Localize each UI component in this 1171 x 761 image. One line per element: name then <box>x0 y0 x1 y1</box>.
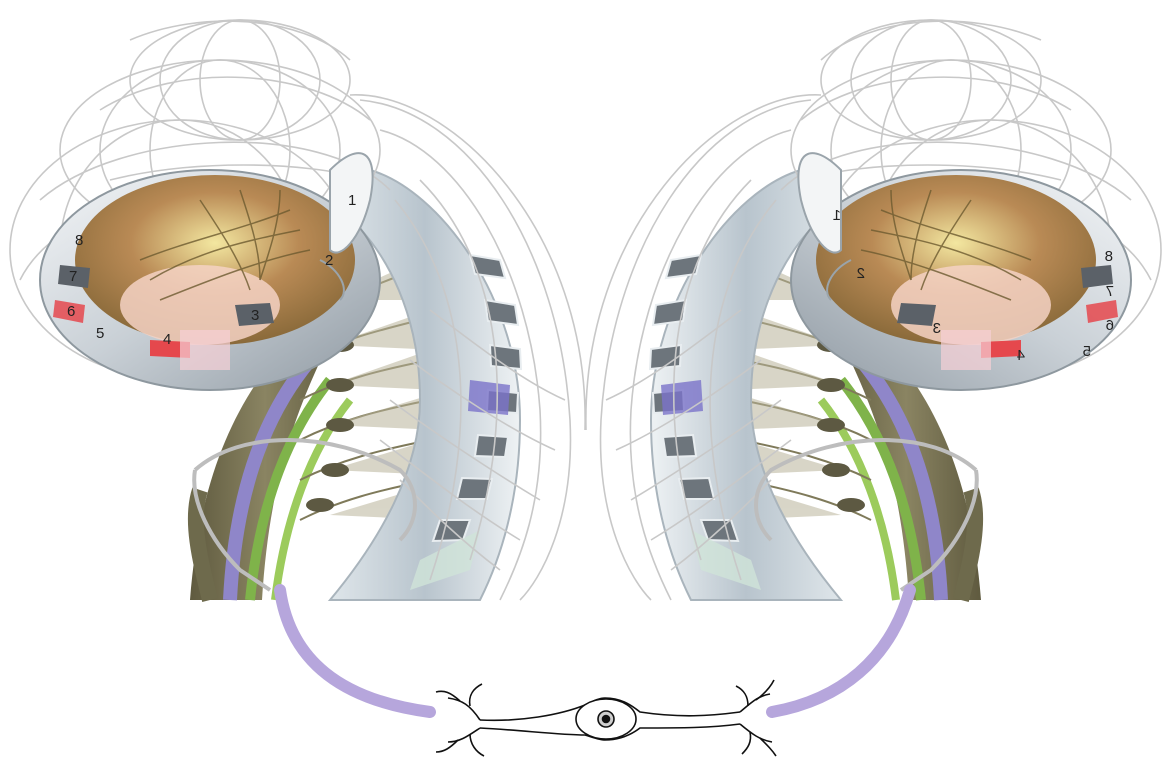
left-electrode-label-1: 1 <box>348 192 356 209</box>
left-electrode-label-4: 4 <box>163 331 171 348</box>
right-electrode-label-3: 3 <box>933 320 941 337</box>
right-electrode-label-8: 8 <box>1105 248 1113 265</box>
left-electrode-label-3: 3 <box>251 307 259 324</box>
right-electrode-label-6: 6 <box>1106 317 1114 334</box>
right-cochlea: 1 2 3 4 5 6 7 8 <box>586 20 1161 600</box>
left-electrode-label-6: 6 <box>67 303 75 320</box>
right-electrode-label-2: 2 <box>857 265 865 282</box>
left-electrode-label-7: 7 <box>69 268 77 285</box>
left-electrode-label-5: 5 <box>96 325 104 342</box>
right-connection-wire <box>772 590 910 712</box>
right-electrode-label-7: 7 <box>1106 283 1114 300</box>
left-electrode-label-2: 2 <box>325 252 333 269</box>
left-connection-wire <box>280 590 430 712</box>
right-electrode-label-5: 5 <box>1083 343 1091 360</box>
left-electrode-label-8: 8 <box>75 232 83 249</box>
left-cochlea: 1 2 3 4 5 6 7 8 <box>10 20 585 600</box>
right-electrode-label-1: 1 <box>833 207 841 224</box>
neuron-icon <box>436 680 776 756</box>
right-electrode-label-4: 4 <box>1017 347 1025 364</box>
